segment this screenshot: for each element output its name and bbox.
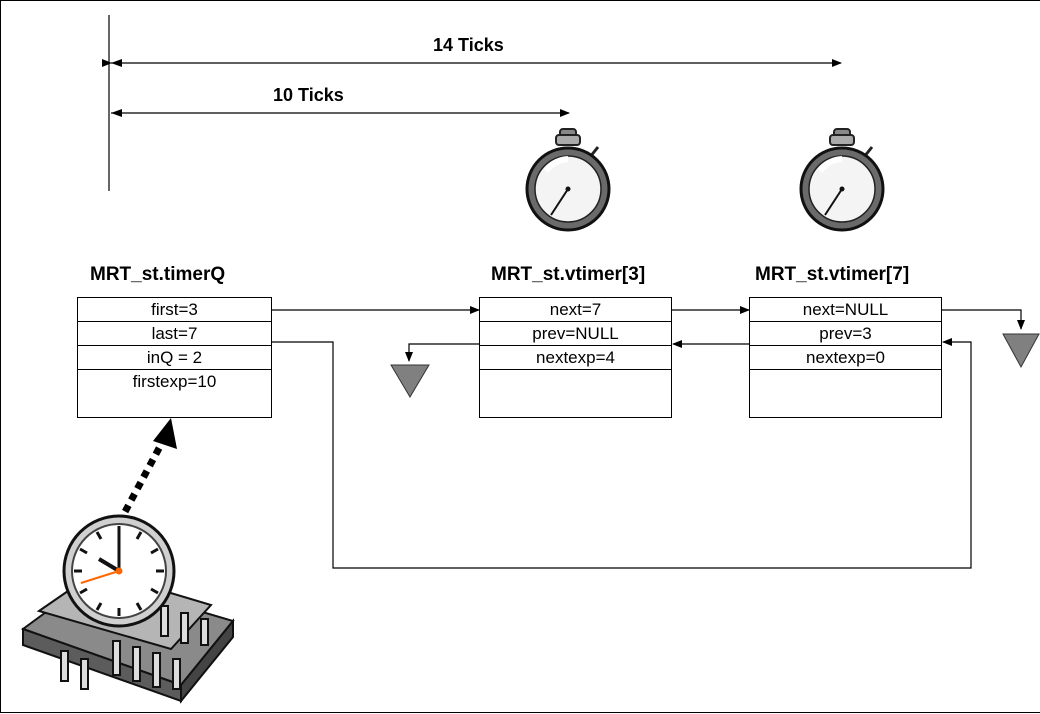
vtimer7-empty-field	[750, 370, 941, 394]
timerq-inq-field: inQ = 2	[78, 346, 271, 370]
stopwatch-icon	[799, 128, 885, 232]
vtimer7-next-field: next=NULL	[750, 298, 941, 322]
ground-triangle-icon	[390, 364, 430, 398]
tick-source-arrow	[115, 437, 168, 525]
span-14-label: 14 Ticks	[433, 35, 504, 55]
prev-null-line	[405, 343, 479, 362]
timerq-title: MRT_st.timerQ	[90, 264, 226, 285]
last-pointer-line	[271, 338, 972, 569]
vtimer7-title: MRT_st.vtimer[7]	[755, 264, 910, 285]
wall-clock-icon	[62, 514, 176, 628]
next-null-line	[941, 309, 1025, 330]
vtimer3-title: MRT_st.vtimer[3]	[491, 264, 646, 285]
timerq-box: first=3 last=7 inQ = 2 firstexp=10	[77, 297, 272, 418]
vtimer7-prev-field: prev=3	[750, 322, 941, 346]
timerq-first-field: first=3	[78, 298, 271, 322]
vtimer7-box: next=NULL prev=3 nextexp=0	[749, 297, 942, 418]
span-10-label: 10 Ticks	[273, 85, 344, 105]
span-14-left-head	[111, 59, 122, 67]
timerq-last-field: last=7	[78, 322, 271, 346]
span-10-left-head	[111, 109, 122, 117]
vtimer3-next-field: next=7	[480, 298, 671, 322]
vtimer3-box: next=7 prev=NULL nextexp=4	[479, 297, 672, 418]
vtimer3-nextexp-field: nextexp=4	[480, 346, 671, 370]
stopwatch-icon	[525, 128, 611, 232]
vtimer3-empty-field	[480, 370, 671, 394]
tick-source-arrowhead	[153, 418, 177, 449]
ground-triangle-icon	[1002, 333, 1040, 369]
vtimer7-nextexp-field: nextexp=0	[750, 346, 941, 370]
vtimer3-prev-field: prev=NULL	[480, 322, 671, 346]
timerq-firstexp-field: firstexp=10	[132, 372, 217, 391]
